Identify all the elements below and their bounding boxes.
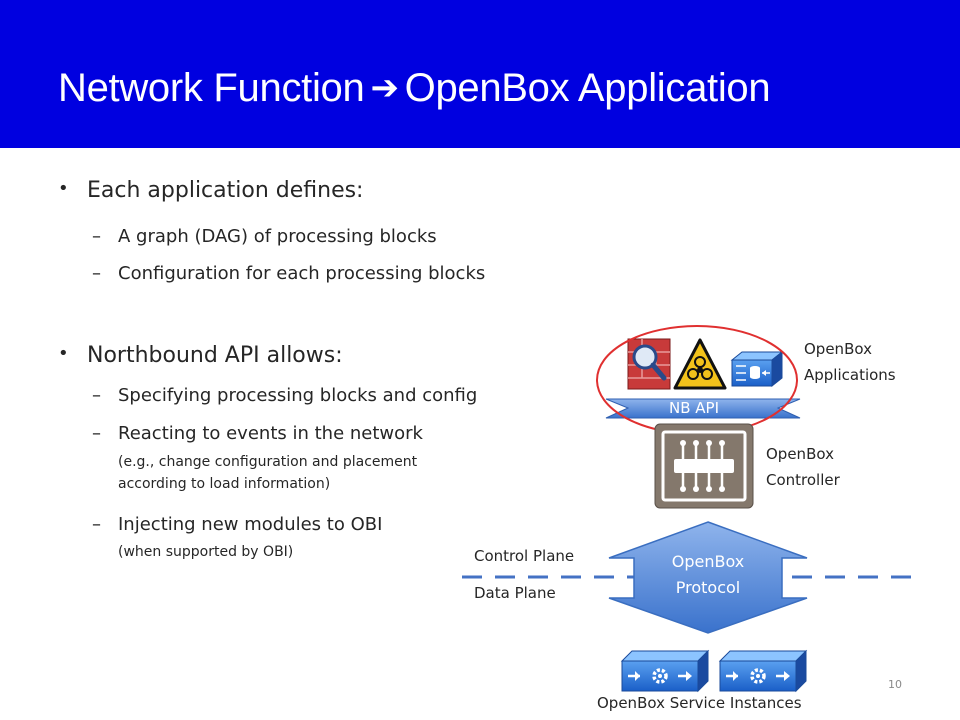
sub-bullet-specifying: – Specifying processing blocks and confi… bbox=[92, 385, 478, 406]
slide-title: Network Function➔OpenBox Application bbox=[58, 66, 771, 111]
note-line: (when supported by OBI) bbox=[118, 544, 294, 560]
openbox-protocol-arrow bbox=[608, 521, 808, 634]
openbox-protocol-label: OpenBox Protocol bbox=[638, 549, 778, 601]
sub-bullet-text: Injecting new modules to OBI bbox=[118, 514, 383, 535]
biohazard-icon bbox=[673, 338, 727, 390]
sub-dash: – bbox=[92, 423, 101, 444]
bullet-text: Each application defines: bbox=[87, 178, 364, 203]
service-instance-icon bbox=[620, 649, 710, 693]
sub-bullet-text: A graph (DAG) of processing blocks bbox=[118, 226, 437, 247]
nb-api-banner bbox=[605, 398, 801, 419]
control-plane-label: Control Plane bbox=[474, 547, 575, 565]
nb-api-label: NB API bbox=[669, 399, 720, 417]
title-right: OpenBox Application bbox=[404, 66, 771, 110]
sub-bullet-dag: – A graph (DAG) of processing blocks bbox=[92, 226, 437, 247]
openbox-controller-label: OpenBox Controller bbox=[766, 441, 840, 493]
sub-bullet-injecting: – Injecting new modules to OBI bbox=[92, 514, 383, 535]
load-balancer-icon bbox=[730, 350, 784, 388]
sub-bullet-configuration: – Configuration for each processing bloc… bbox=[92, 263, 486, 284]
note-line: according to load information) bbox=[118, 476, 331, 492]
label-line: Applications bbox=[804, 366, 896, 384]
sub-bullet-text: Configuration for each processing blocks bbox=[118, 263, 486, 284]
bullet-dot: • bbox=[58, 343, 69, 364]
openbox-applications-label: OpenBox Applications bbox=[804, 336, 896, 388]
sub-dash: – bbox=[92, 514, 101, 535]
note-injecting: (when supported by OBI) bbox=[118, 541, 293, 563]
sub-dash: – bbox=[92, 263, 101, 284]
bullet-northbound-api: • Northbound API allows: bbox=[58, 343, 343, 368]
title-arrow-icon: ➔ bbox=[370, 69, 399, 107]
label-line: Protocol bbox=[675, 578, 741, 597]
sub-dash: – bbox=[92, 226, 101, 247]
bullet-application-defines: • Each application defines: bbox=[58, 178, 364, 203]
page-number: 10 bbox=[888, 678, 902, 691]
label-line: OpenBox bbox=[766, 445, 834, 463]
bullet-text: Northbound API allows: bbox=[87, 343, 343, 368]
sub-bullet-text: Reacting to events in the network bbox=[118, 423, 423, 444]
note-reacting: (e.g., change configuration and placemen… bbox=[118, 451, 417, 495]
controller-icon bbox=[654, 423, 754, 509]
data-plane-label: Data Plane bbox=[474, 584, 556, 602]
sub-bullet-text: Specifying processing blocks and config bbox=[118, 385, 478, 406]
firewall-search-icon bbox=[627, 338, 671, 390]
label-line: OpenBox bbox=[804, 340, 872, 358]
label-line: OpenBox bbox=[671, 552, 745, 571]
service-instances-label: OpenBox Service Instances bbox=[597, 694, 802, 712]
sub-dash: – bbox=[92, 385, 101, 406]
title-bar bbox=[0, 0, 960, 148]
note-line: (e.g., change configuration and placemen… bbox=[118, 454, 418, 470]
label-line: Controller bbox=[766, 471, 840, 489]
bullet-dot: • bbox=[58, 178, 69, 199]
sub-bullet-reacting: – Reacting to events in the network bbox=[92, 423, 423, 444]
service-instance-icon bbox=[718, 649, 808, 693]
title-left: Network Function bbox=[58, 66, 365, 110]
